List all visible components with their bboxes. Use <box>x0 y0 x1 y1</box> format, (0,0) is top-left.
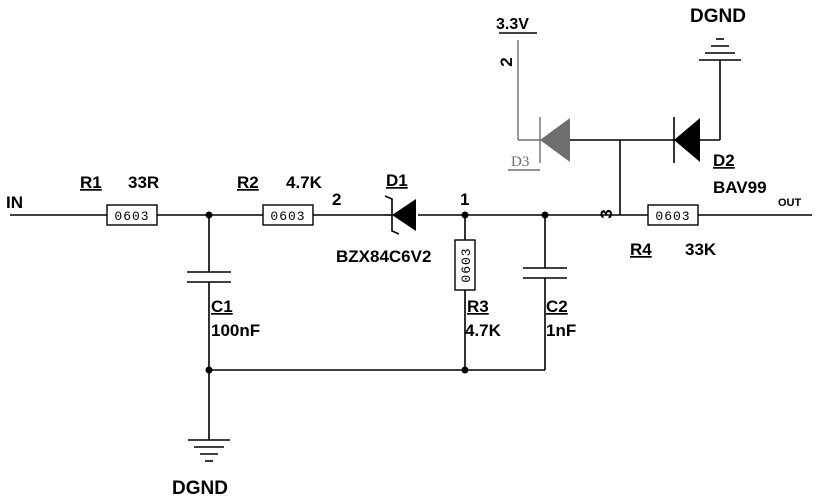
c2-ref: C2 <box>546 297 568 316</box>
r3-package: 0603 <box>459 247 474 282</box>
supply-label: 3.3V <box>496 16 529 33</box>
d2-ref: D2 <box>713 151 735 170</box>
r2-ref: R2 <box>237 173 259 192</box>
r4-body <box>647 204 699 226</box>
d2-value: BAV99 <box>713 178 767 197</box>
c1-ref: C1 <box>211 297 233 316</box>
r4-package: 0603 <box>655 209 690 224</box>
r1-value: 33R <box>128 173 159 192</box>
r2-body <box>262 204 314 226</box>
r1-body <box>106 204 158 226</box>
d1-ref: D1 <box>386 171 408 190</box>
d1-pin-1: 1 <box>460 190 469 209</box>
r3-value: 4.7K <box>465 321 502 340</box>
d2-symbol <box>674 118 700 162</box>
c1-value: 100nF <box>211 321 260 340</box>
d1-value: BZX84C6V2 <box>336 247 431 266</box>
r4-value: 33K <box>685 240 717 259</box>
output-label: OUT <box>778 197 802 209</box>
d1-symbol <box>392 199 416 231</box>
c2-value: 1nF <box>546 321 576 340</box>
d3-ref: D3 <box>511 154 529 170</box>
ground-top-label: DGND <box>690 6 746 27</box>
r1-ref: R1 <box>80 173 102 192</box>
bav99-pin-2: 2 <box>497 57 516 66</box>
input-label: IN <box>6 193 23 212</box>
d3-symbol <box>540 118 570 162</box>
r2-value: 4.7K <box>286 173 323 192</box>
r4-ref: R4 <box>630 240 652 259</box>
ground-bottom-label: DGND <box>172 478 228 499</box>
bav99-pin-3: 3 <box>597 209 616 218</box>
r3-ref: R3 <box>467 297 489 316</box>
r1-package: 0603 <box>114 209 149 224</box>
d1-zener-bar <box>384 195 400 235</box>
r2-package: 0603 <box>270 209 305 224</box>
d1-pin-2: 2 <box>332 190 341 209</box>
